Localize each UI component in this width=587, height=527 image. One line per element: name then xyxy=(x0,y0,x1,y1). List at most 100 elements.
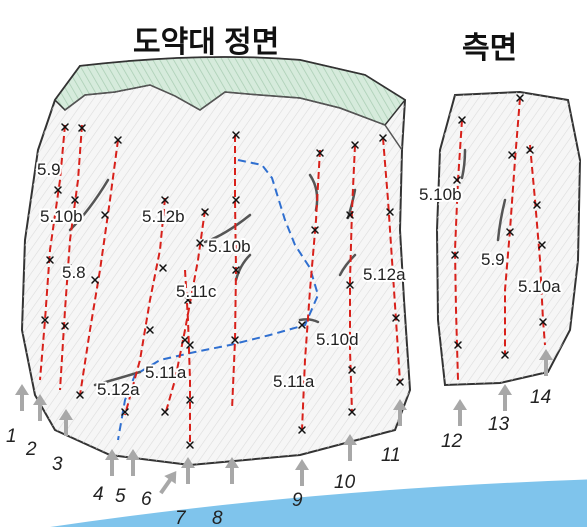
start-arrow-icon xyxy=(33,394,47,421)
route-line xyxy=(39,124,66,381)
front-view-title: 도약대 정면 xyxy=(133,26,279,59)
route-line xyxy=(184,269,191,445)
bolt-marker xyxy=(196,239,204,247)
bolt-marker xyxy=(121,408,129,416)
bolt-marker xyxy=(298,426,306,434)
route-number: 7 xyxy=(175,508,187,527)
start-arrow-icon xyxy=(295,459,309,486)
start-arrow-icon xyxy=(453,399,467,426)
route-line xyxy=(504,97,521,355)
bolt-marker xyxy=(392,314,400,322)
bolt-marker xyxy=(61,322,69,330)
route-line xyxy=(529,144,546,346)
bolt-marker xyxy=(311,226,319,234)
bolt-marker xyxy=(458,116,466,124)
route-line xyxy=(382,137,401,383)
bolt-marker xyxy=(508,151,516,159)
grade-label: 5.11a xyxy=(273,372,315,391)
bolt-marker xyxy=(114,136,122,144)
route-line xyxy=(59,124,83,391)
route-number: 3 xyxy=(52,454,63,475)
grade-label: 5.12a xyxy=(363,265,406,284)
water xyxy=(40,478,587,527)
bolt-marker xyxy=(54,186,62,194)
start-arrow-icon xyxy=(159,470,177,495)
cracks xyxy=(68,148,507,387)
route-line xyxy=(453,119,463,381)
grade-label: 5.10b xyxy=(419,185,462,204)
bolt-marker xyxy=(316,149,324,157)
route-line xyxy=(79,139,119,396)
route-number: 9 xyxy=(292,490,303,511)
bolt-marker xyxy=(201,208,209,216)
bolt-marker xyxy=(46,256,54,264)
bolt-marker xyxy=(454,341,462,349)
route-number: 11 xyxy=(381,445,401,466)
side-boulder xyxy=(435,90,582,387)
bolt-marker xyxy=(453,176,461,184)
route-number: 13 xyxy=(488,414,510,435)
bolt-marker xyxy=(232,131,240,139)
route-number: 8 xyxy=(212,508,223,527)
grade-label: 5.10d xyxy=(316,330,359,349)
bolt-marker xyxy=(451,251,459,259)
bolt-marker xyxy=(538,241,546,249)
bolt-marker xyxy=(161,196,169,204)
grade-label: 5.10b xyxy=(208,237,251,256)
bolt-marker xyxy=(186,341,194,349)
route-number: 12 xyxy=(441,431,463,452)
route-line xyxy=(124,197,166,416)
start-arrow-icon xyxy=(225,457,239,484)
route-number: 2 xyxy=(25,439,37,460)
bolt-marker xyxy=(231,336,239,344)
bolt-marker xyxy=(186,396,194,404)
water-edge xyxy=(39,476,587,527)
bolt-marker xyxy=(41,316,49,324)
start-arrows-layer xyxy=(15,349,553,495)
bolt-marker xyxy=(91,276,99,284)
bolt-marker xyxy=(351,141,359,149)
grade-label: 5.12b xyxy=(142,207,185,226)
grade-label: 5.11a xyxy=(145,363,187,382)
start-arrow-icon xyxy=(498,384,512,411)
route-number: 5 xyxy=(115,486,126,507)
start-arrow-icon xyxy=(181,457,195,484)
start-arrow-icon xyxy=(59,409,73,436)
bolt-marker xyxy=(396,378,404,386)
bolt-marker xyxy=(501,351,509,359)
bolt-marker xyxy=(526,146,534,154)
bolt-marker xyxy=(61,123,69,131)
start-arrow-icon xyxy=(126,449,140,476)
bolt-marker xyxy=(232,196,240,204)
bolt-marker xyxy=(184,296,192,304)
bolt-marker xyxy=(159,264,167,272)
grade-label: 5.9 xyxy=(37,160,61,179)
bolt-marker xyxy=(101,211,109,219)
front-boulder xyxy=(20,56,412,467)
grade-label: 5.8 xyxy=(62,263,86,282)
start-arrow-icon xyxy=(393,399,407,426)
bolt-marker xyxy=(516,94,524,102)
bolt-marker xyxy=(386,208,394,216)
grade-label: 5.12a xyxy=(97,380,140,399)
start-arrow-icon xyxy=(539,349,553,376)
route-number: 14 xyxy=(530,387,551,408)
bolt-marker xyxy=(346,281,354,289)
bolt-marker xyxy=(533,201,541,209)
grade-label: 5.10b xyxy=(40,207,83,226)
side-view-title: 측면 xyxy=(462,32,517,65)
bolt-marker xyxy=(78,124,86,132)
grade-label: 5.9 xyxy=(481,250,505,269)
bolt-marker xyxy=(146,326,154,334)
grade-label: 5.11c xyxy=(176,282,217,301)
route-number: 4 xyxy=(93,484,104,505)
bolt-marker xyxy=(186,441,194,449)
start-arrow-icon xyxy=(343,434,357,461)
bolt-marker xyxy=(298,321,306,329)
bolt-marker xyxy=(76,391,84,399)
routes-layer xyxy=(39,94,547,449)
bolt-marker xyxy=(539,318,547,326)
bolt-marker xyxy=(232,266,240,274)
bolt-marker xyxy=(346,211,354,219)
